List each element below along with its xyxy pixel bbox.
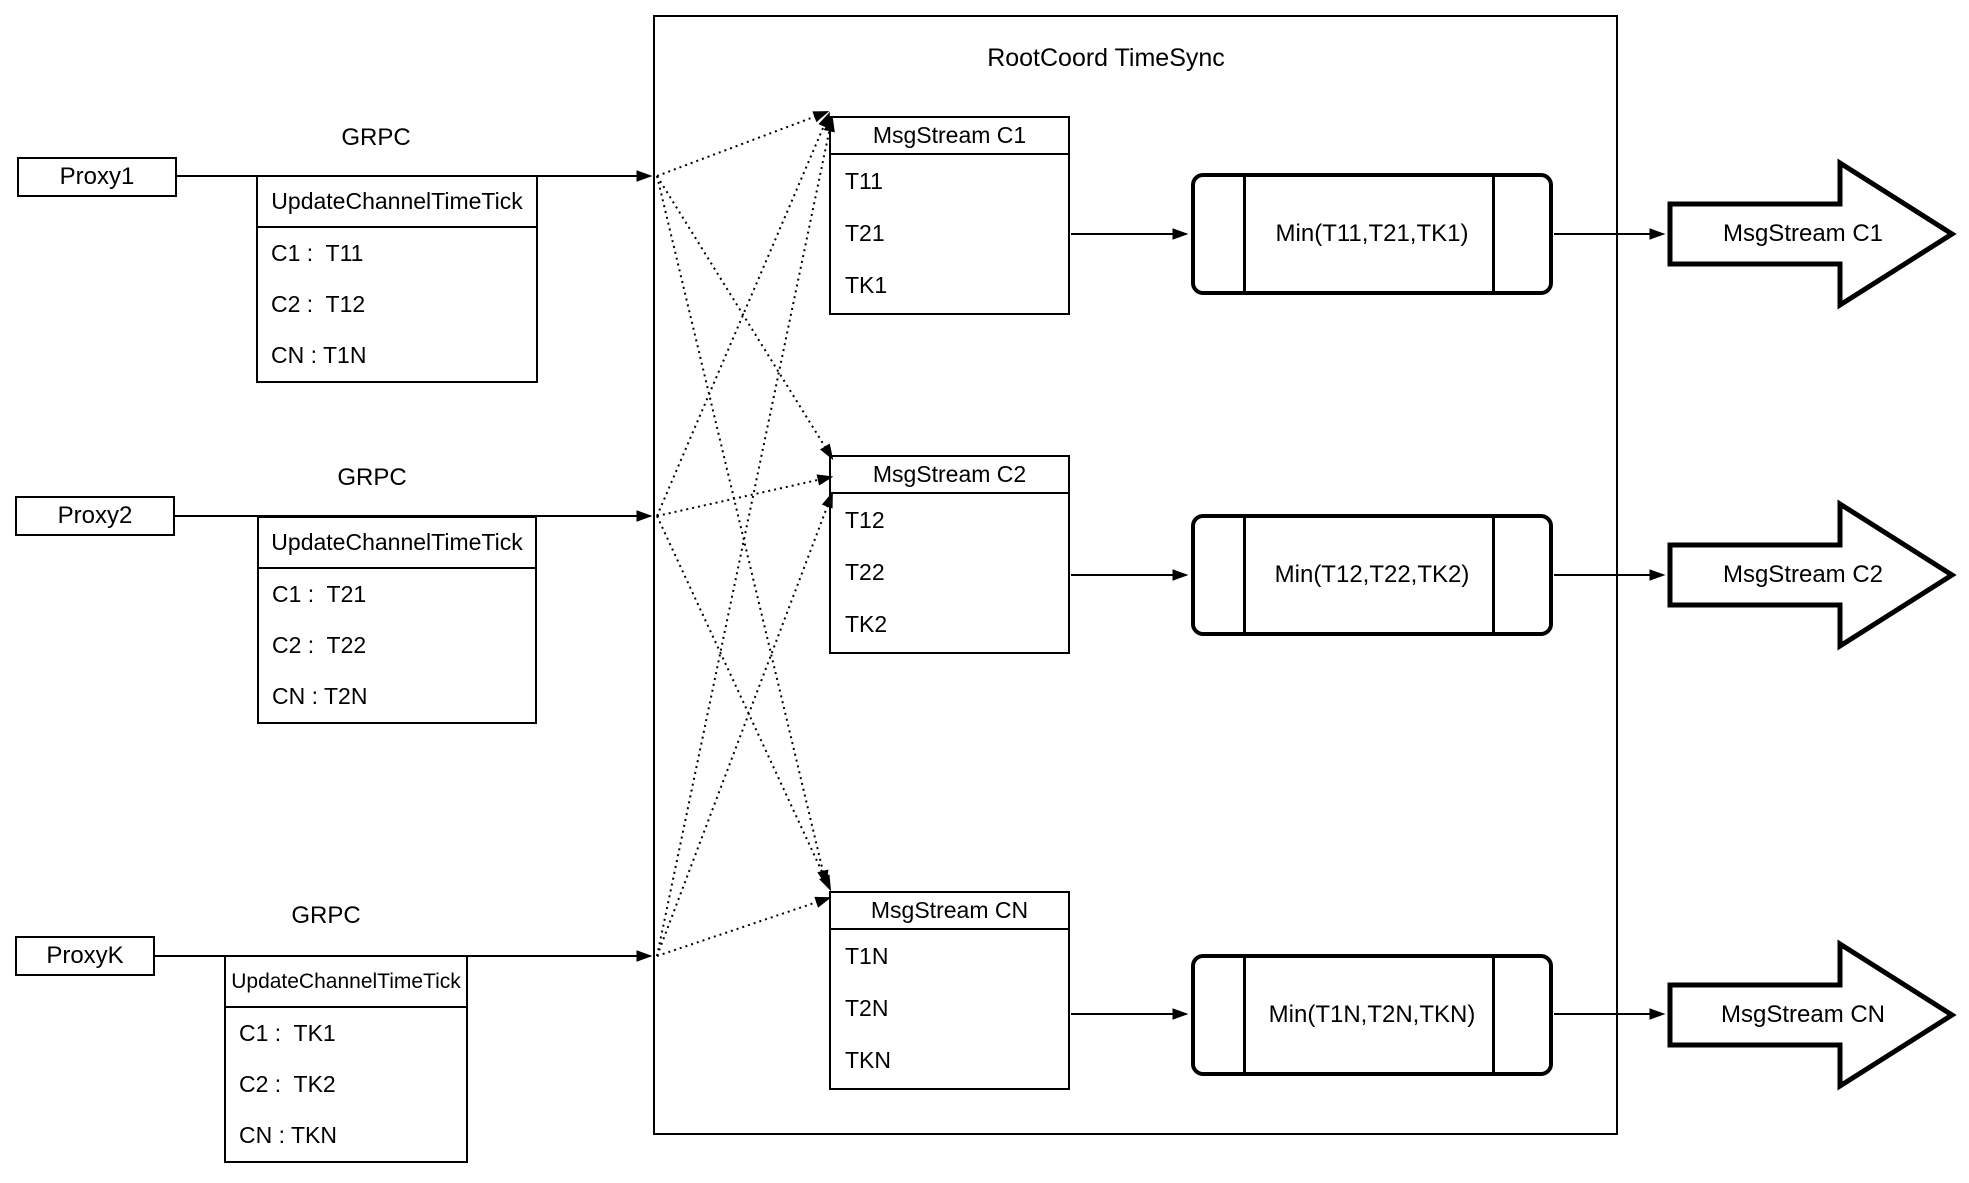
table-row: T11: [845, 167, 883, 194]
table-row: C2 : TK2: [239, 1071, 336, 1097]
process-divider-right: [1492, 518, 1495, 632]
process-divider-right: [1492, 177, 1495, 291]
table-header: MsgStream C2: [831, 457, 1068, 494]
table-row: C1 : T11: [271, 240, 364, 266]
min-box-cn: Min(T1N,T2N,TKN): [1191, 954, 1553, 1076]
table-header: MsgStream C1: [831, 118, 1068, 155]
grpc-label-2: GRPC: [337, 464, 407, 491]
update-channel-timetick-table-3: UpdateChannelTimeTick C1 : TK1 C2 : TK2 …: [224, 955, 468, 1163]
proxyk-label: ProxyK: [46, 942, 124, 969]
table-row: C1 : TK1: [239, 1020, 336, 1046]
table-row: C2 : T22: [272, 632, 367, 658]
table-row: T2N: [845, 994, 889, 1021]
table-row: C2 : T12: [271, 291, 366, 317]
msgstream-output-label-c2: MsgStream C2: [1722, 561, 1884, 588]
min-box-c1: Min(T11,T21,TK1): [1191, 173, 1553, 295]
min-label: Min(T1N,T2N,TKN): [1268, 1001, 1476, 1028]
table-header: MsgStream CN: [831, 893, 1068, 930]
process-divider-left: [1243, 958, 1246, 1072]
proxy1-label: Proxy1: [59, 163, 135, 190]
process-divider-left: [1243, 518, 1246, 632]
min-label: Min(T11,T21,TK1): [1275, 220, 1469, 247]
msgstream-output-label-cn: MsgStream CN: [1720, 1001, 1886, 1028]
table-row: C1 : T21: [272, 581, 367, 607]
table-row: TKN: [845, 1046, 891, 1073]
table-row: TK1: [845, 271, 888, 298]
grpc-label-3: GRPC: [291, 902, 361, 929]
table-row: CN : TKN: [239, 1122, 337, 1148]
rootcoord-timesync-title: RootCoord TimeSync: [987, 44, 1225, 72]
proxyk-box: ProxyK: [15, 936, 155, 976]
msgstream-c2-table: MsgStream C2 T12 T22 TK2: [829, 455, 1070, 654]
table-row: TK2: [845, 610, 888, 637]
proxy1-box: Proxy1: [17, 157, 177, 197]
update-channel-timetick-table-2: UpdateChannelTimeTick C1 : T21 C2 : T22 …: [257, 516, 537, 724]
msgstream-output-label-c1: MsgStream C1: [1722, 220, 1884, 247]
table-row: CN : T2N: [272, 683, 368, 709]
table-header: UpdateChannelTimeTick: [258, 177, 536, 228]
proxy2-label: Proxy2: [57, 502, 133, 529]
process-divider-right: [1492, 958, 1495, 1072]
process-divider-left: [1243, 177, 1246, 291]
msgstream-c1-table: MsgStream C1 T11 T21 TK1: [829, 116, 1070, 315]
update-channel-timetick-table-1: UpdateChannelTimeTick C1 : T11 C2 : T12 …: [256, 175, 538, 383]
table-row: T12: [845, 506, 885, 533]
table-row: T22: [845, 558, 885, 585]
table-header: UpdateChannelTimeTick: [259, 518, 535, 569]
min-box-c2: Min(T12,T22,TK2): [1191, 514, 1553, 636]
min-label: Min(T12,T22,TK2): [1274, 561, 1470, 588]
table-row: T21: [845, 219, 885, 246]
table-row: T1N: [845, 942, 889, 969]
table-header: UpdateChannelTimeTick: [226, 957, 466, 1008]
table-row: CN : T1N: [271, 342, 367, 368]
grpc-label-1: GRPC: [341, 124, 411, 151]
msgstream-cn-table: MsgStream CN T1N T2N TKN: [829, 891, 1070, 1090]
proxy2-box: Proxy2: [15, 496, 175, 536]
